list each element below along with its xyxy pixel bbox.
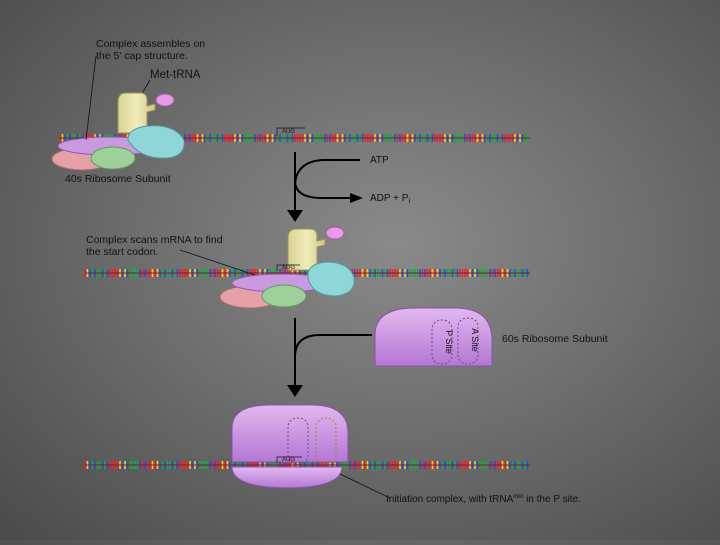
met-amino-acid — [325, 226, 345, 240]
a-site-outline — [457, 317, 479, 365]
leader-line-initiation — [339, 473, 391, 499]
arrow-step-2 — [287, 318, 372, 397]
ribosome-60s-subunit: P Site A Site — [374, 307, 493, 367]
cyan-protein — [307, 261, 355, 297]
p-site-label: P Site — [444, 330, 454, 354]
trna-molecule — [287, 228, 326, 271]
label-complex-scans-line-1: Complex scans mRNA to find — [86, 234, 223, 246]
p-site-outline — [287, 417, 309, 465]
bracket-aug-bottom — [276, 456, 302, 463]
subunit-join-curve — [294, 334, 372, 356]
label-40s-ribosome: 40s Ribosome Subunit — [65, 173, 171, 185]
label-aug-bottom: AUG — [282, 457, 295, 463]
p-site-outline — [431, 319, 453, 365]
green-protein — [261, 284, 307, 308]
cyan-protein — [127, 125, 185, 159]
label-aug-mid: AUG — [282, 265, 295, 271]
arrow-step-1 — [287, 152, 363, 222]
adp-curve — [294, 181, 352, 199]
label-met-trna: Met-tRNA — [150, 69, 201, 81]
label-60s-ribosome: 60s Ribosome Subunit — [502, 333, 608, 345]
bracket-aug-mid — [276, 264, 300, 271]
ribosome-60s-assembled — [231, 404, 349, 463]
label-atp: ATP — [370, 155, 389, 166]
label-aug-top: AUG — [282, 129, 295, 135]
label-complex-scans-line-2: the start codon. — [86, 246, 158, 258]
trna-molecule — [117, 92, 156, 134]
ribosome-40s-assembled — [231, 466, 343, 489]
initiation-complex-stage-1 — [51, 92, 185, 171]
green-protein — [90, 146, 136, 170]
a-site-label: A Site — [470, 328, 480, 352]
initiation-complex-stage-2 — [219, 226, 355, 309]
leader-line-cap — [85, 55, 97, 141]
leader-line-scan — [179, 249, 256, 276]
a-site-outline — [315, 417, 337, 465]
label-adp-pi: ADP + Pi — [370, 193, 410, 205]
label-complex-assembles-line-2: the 5' cap structure. — [96, 50, 188, 62]
atp-curve — [294, 159, 360, 186]
label-initiation-complex: Initiation complex, with tRNAmet in the … — [386, 494, 581, 505]
leader-line-met — [142, 79, 151, 93]
initiation-complex-final — [231, 404, 349, 489]
bracket-aug-top — [276, 127, 305, 136]
label-complex-assembles-line-1: Complex assembles on — [96, 38, 205, 50]
met-amino-acid — [155, 93, 175, 107]
